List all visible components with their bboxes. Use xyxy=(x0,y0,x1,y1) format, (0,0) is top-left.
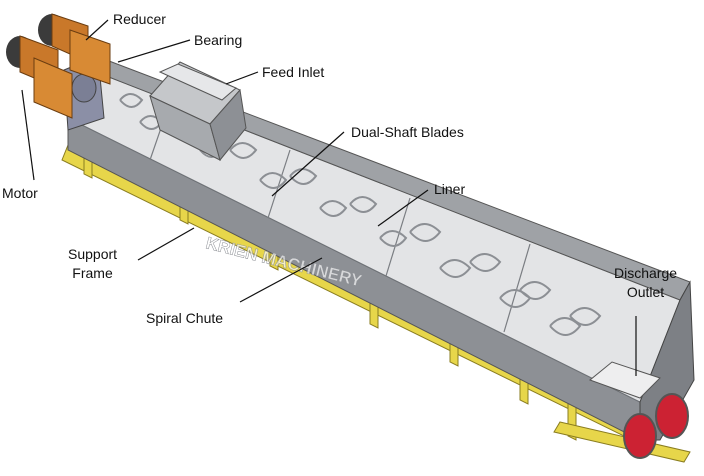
feed-inlet-hopper xyxy=(149,61,247,162)
label-spiral-chute: Spiral Chute xyxy=(146,310,224,326)
leader-support-frame xyxy=(137,227,195,261)
leader-reducer xyxy=(85,19,109,41)
leader-spiral-chute xyxy=(239,257,323,303)
label-reducer: Reducer xyxy=(113,11,166,27)
leader-lines xyxy=(21,19,637,376)
outlet-ends xyxy=(623,393,689,459)
leader-dual-shaft-blades xyxy=(271,131,345,197)
label-feed-inlet: Feed Inlet xyxy=(262,64,325,80)
drive-units xyxy=(6,13,111,119)
label-bearing: Bearing xyxy=(194,32,243,48)
label-discharge-outlet: Discharge Outlet xyxy=(614,264,677,302)
label-liner: Liner xyxy=(434,181,466,197)
leader-liner xyxy=(377,189,429,227)
leader-feed-inlet xyxy=(225,71,259,85)
leader-motor xyxy=(21,89,35,181)
discharge-outlet-plate xyxy=(589,361,661,399)
label-dual-shaft-blades: Dual-Shaft Blades xyxy=(351,124,464,140)
label-discharge-outlet-line2: Outlet xyxy=(626,283,665,300)
label-discharge-outlet-line1: Discharge xyxy=(614,265,678,281)
leader-bearing xyxy=(117,39,191,63)
label-support-frame-line1: Support xyxy=(68,246,118,262)
label-motor: Motor xyxy=(2,185,38,201)
label-support-frame-line2: Frame xyxy=(72,264,113,281)
label-support-frame: Support Frame xyxy=(68,245,117,283)
